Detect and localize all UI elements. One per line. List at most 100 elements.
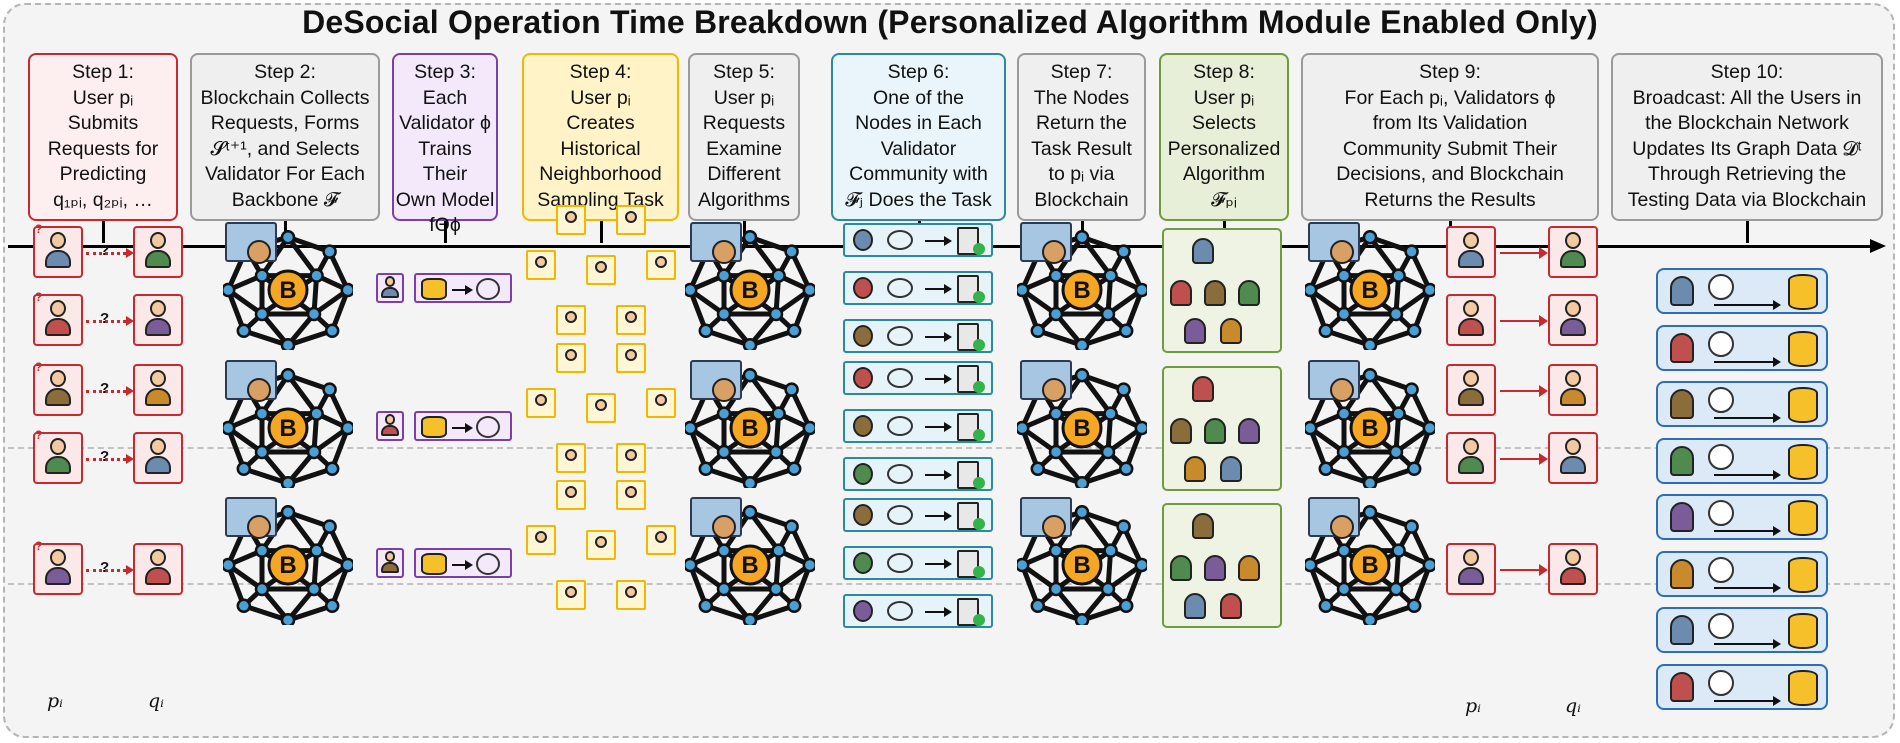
person-icon bbox=[1456, 549, 1486, 587]
network-node bbox=[768, 581, 784, 597]
blockchain-network-icon: B bbox=[1017, 505, 1147, 625]
network-node bbox=[1318, 323, 1334, 339]
network-edge bbox=[1411, 427, 1433, 470]
person-body bbox=[145, 250, 171, 268]
blockchain-network-icon: B bbox=[223, 368, 353, 488]
step-7-line: to pᵢ via bbox=[1048, 163, 1115, 185]
step-6-line: Step 6: bbox=[887, 61, 950, 83]
check-icon bbox=[973, 614, 985, 626]
flow-arrow bbox=[1714, 356, 1781, 367]
person-body bbox=[1560, 456, 1586, 474]
network-node bbox=[1118, 461, 1134, 477]
bitcoin-symbol: B bbox=[1361, 552, 1378, 579]
network-node bbox=[768, 306, 784, 322]
flow-arrow bbox=[925, 236, 952, 246]
network-node bbox=[771, 406, 786, 421]
network-edge bbox=[1037, 466, 1083, 486]
person-icon bbox=[595, 399, 607, 411]
ledger-coin-icon bbox=[247, 378, 271, 402]
person-icon bbox=[1192, 513, 1214, 539]
network-node bbox=[1404, 519, 1419, 534]
person-head bbox=[150, 300, 166, 317]
validator-icon bbox=[853, 367, 873, 389]
neighbor-box bbox=[526, 388, 556, 418]
network-edge bbox=[287, 603, 333, 623]
model-graph-icon bbox=[887, 416, 913, 436]
network-node bbox=[254, 306, 270, 322]
ledger-coin-icon bbox=[1330, 378, 1354, 402]
neighbor-box bbox=[556, 205, 586, 235]
network-edge bbox=[1081, 466, 1127, 486]
validator-icon bbox=[853, 463, 873, 485]
step-3-line: Validator ϕ bbox=[399, 112, 491, 134]
user-icon bbox=[1670, 502, 1694, 532]
bitcoin-symbol: B bbox=[1073, 415, 1090, 442]
network-node bbox=[1048, 406, 1064, 421]
validator-icon bbox=[853, 277, 873, 299]
broadcast-update-box bbox=[1656, 381, 1828, 427]
network-icon bbox=[1708, 613, 1734, 639]
step-8-line: User pᵢ bbox=[1193, 86, 1255, 109]
person-body bbox=[1458, 567, 1484, 585]
center-user-box bbox=[586, 255, 616, 285]
person-head bbox=[50, 232, 66, 249]
person-body bbox=[145, 388, 171, 406]
network-node bbox=[802, 282, 815, 298]
database-icon bbox=[1788, 669, 1818, 706]
flow-arrow bbox=[1714, 695, 1781, 706]
network-edge bbox=[1123, 289, 1145, 332]
result-arrow bbox=[1500, 385, 1548, 397]
network-node bbox=[254, 268, 270, 283]
user-result-box bbox=[1446, 294, 1496, 346]
database-icon bbox=[1788, 330, 1818, 367]
step-8-line: Personalized bbox=[1167, 137, 1281, 160]
step-2-line: Backbone 𝓕 bbox=[231, 188, 339, 211]
validator-task-box bbox=[843, 223, 993, 257]
network-node bbox=[1074, 368, 1090, 383]
ledger-coin-icon bbox=[247, 240, 271, 264]
person-icon bbox=[565, 311, 577, 323]
network-edge bbox=[749, 466, 795, 486]
bitcoin-icon bbox=[729, 269, 771, 311]
person-body bbox=[1560, 250, 1586, 268]
network-node bbox=[236, 598, 252, 614]
network-edge bbox=[687, 289, 709, 332]
network-node bbox=[716, 543, 732, 558]
network-node bbox=[698, 323, 714, 339]
network-edge bbox=[747, 510, 781, 553]
question-mark: ? bbox=[35, 360, 43, 374]
step-4-line: Neighborhood bbox=[539, 163, 662, 185]
step-10-line: the Blockchain Network bbox=[1645, 112, 1849, 134]
broadcast-update-box bbox=[1656, 663, 1828, 710]
person-icon bbox=[143, 549, 173, 587]
question-mark: ? bbox=[100, 448, 110, 465]
check-icon bbox=[973, 566, 985, 578]
person-head bbox=[1463, 232, 1479, 249]
network-node bbox=[742, 505, 758, 520]
neighbor-box bbox=[526, 250, 556, 280]
person-head bbox=[150, 549, 166, 566]
broadcast-update-box bbox=[1656, 268, 1828, 314]
network-icon bbox=[1708, 500, 1734, 526]
person-icon bbox=[143, 300, 173, 338]
person-icon bbox=[1170, 555, 1192, 581]
ledger-coin-icon bbox=[1330, 515, 1354, 539]
validator-icon bbox=[853, 552, 873, 574]
target-user-box bbox=[1548, 226, 1598, 278]
network-node bbox=[322, 244, 337, 259]
network-node bbox=[1336, 444, 1352, 460]
person-head bbox=[150, 438, 166, 455]
person-head bbox=[1565, 370, 1581, 387]
bitcoin-symbol: B bbox=[1361, 415, 1378, 442]
network-node bbox=[1074, 337, 1090, 350]
network-edge bbox=[1367, 510, 1401, 553]
model-graph-icon bbox=[887, 326, 913, 346]
step-1-tick bbox=[102, 221, 105, 243]
person-body bbox=[1458, 456, 1484, 474]
network-edge bbox=[1369, 372, 1413, 392]
network-edge bbox=[1369, 509, 1413, 529]
check-icon bbox=[973, 518, 985, 530]
